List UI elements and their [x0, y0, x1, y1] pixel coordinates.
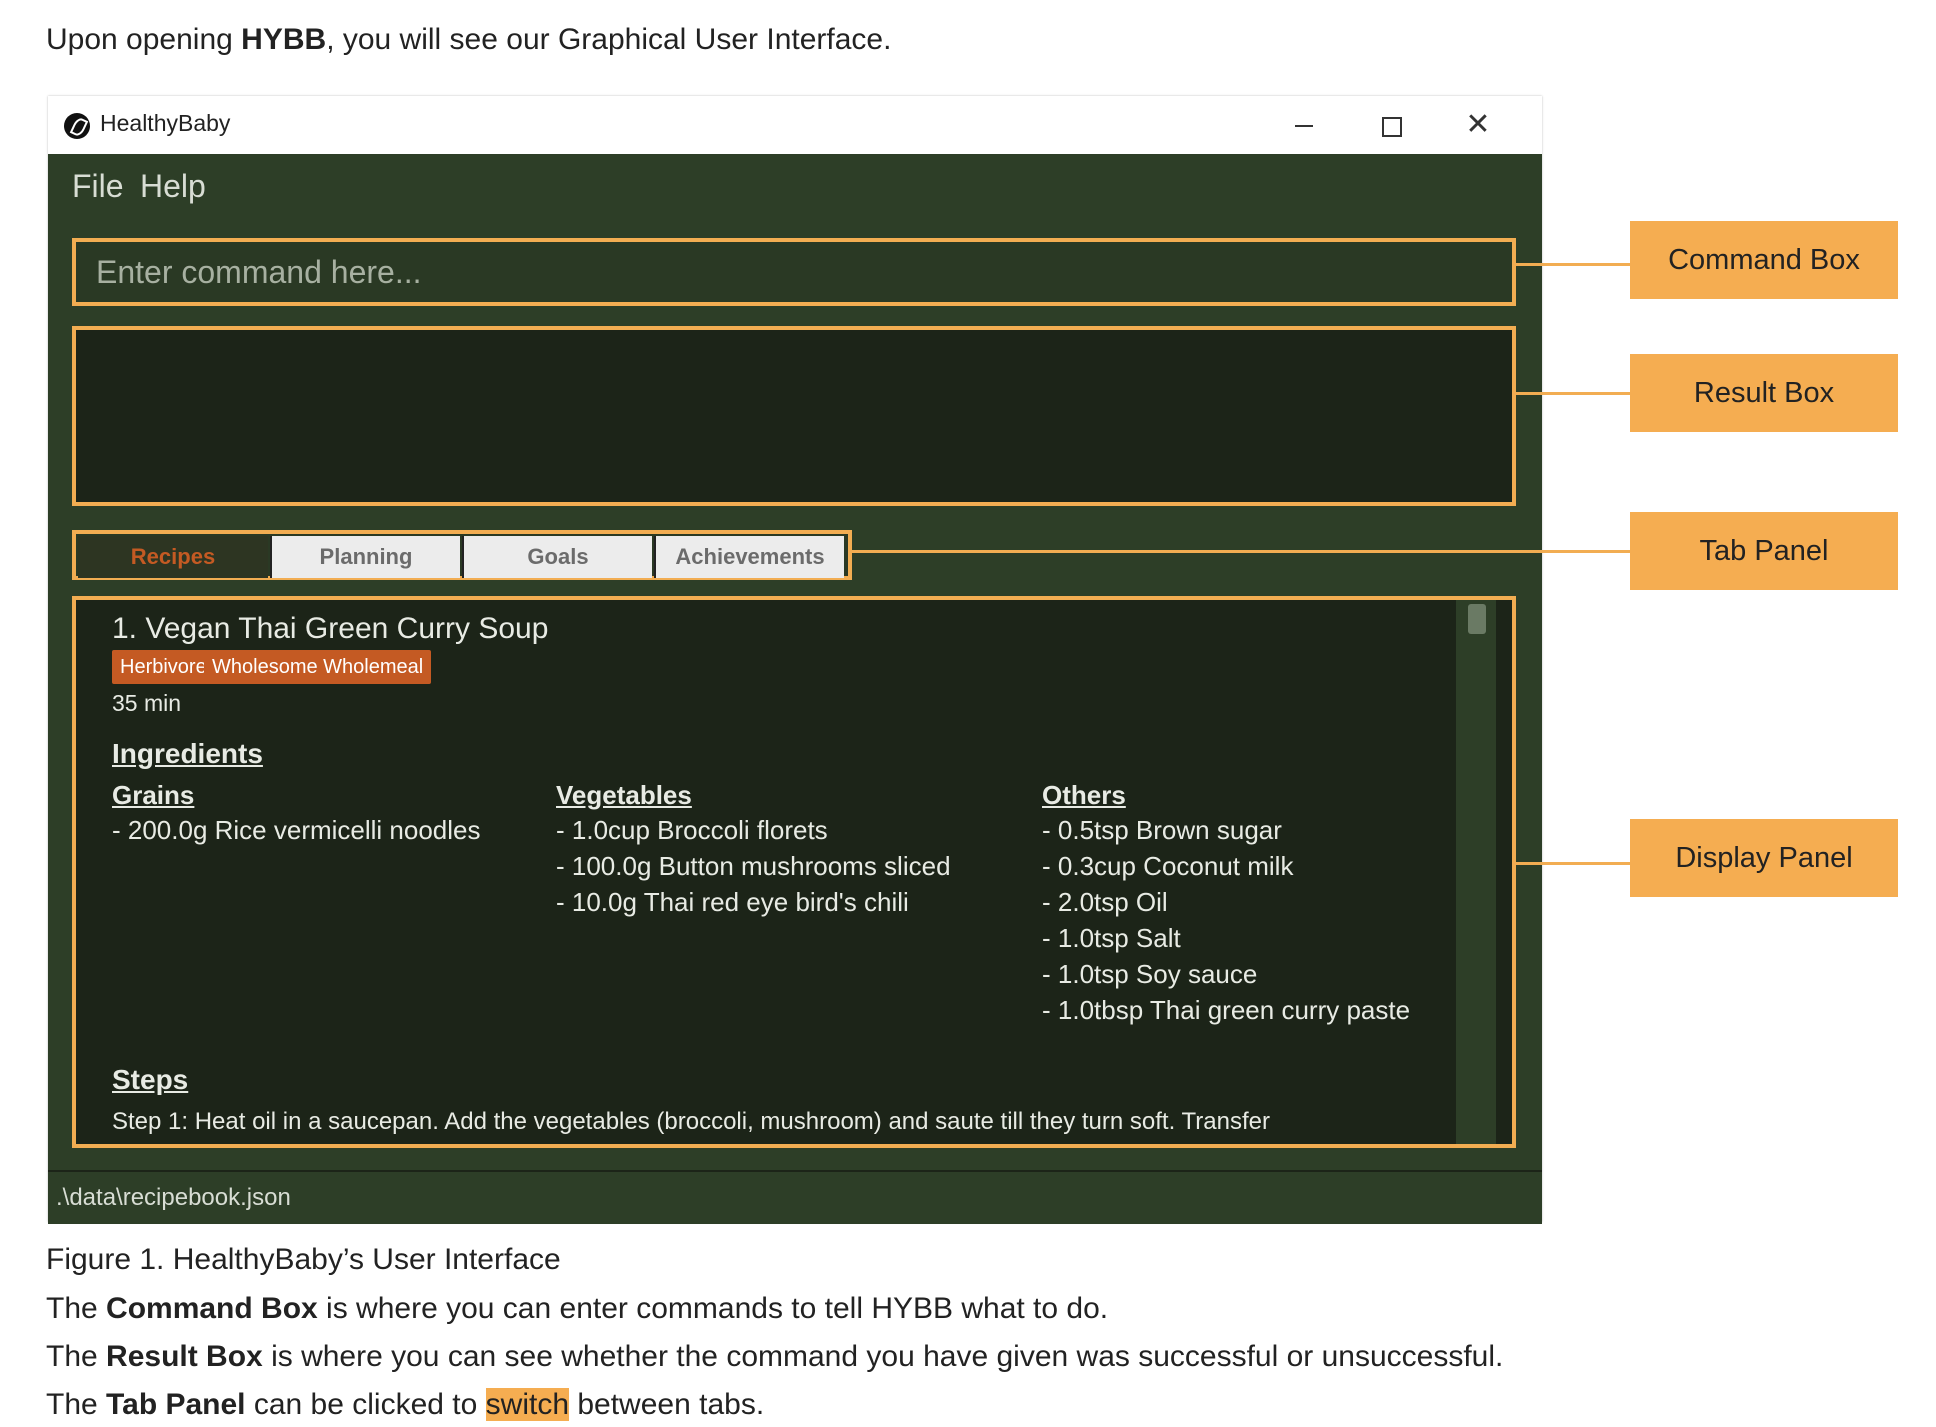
- caption-text: is where you can enter commands to tell …: [317, 1292, 1109, 1325]
- command-input[interactable]: [76, 242, 1512, 302]
- tab-goals[interactable]: Goals: [462, 536, 652, 578]
- vegetables-list: - 1.0cup Broccoli florets - 100.0g Butto…: [556, 812, 951, 920]
- tab-planning[interactable]: Planning: [270, 536, 460, 578]
- minimize-icon: [1295, 125, 1313, 127]
- callout-command-box: Command Box: [1630, 221, 1898, 299]
- menu-file[interactable]: File: [72, 168, 124, 204]
- callout-display-panel: Display Panel: [1630, 819, 1898, 897]
- figure-caption: Figure 1. HealthyBaby’s User Interface: [46, 1243, 561, 1276]
- maximize-button[interactable]: [1360, 104, 1420, 146]
- list-item: - 1.0tsp Salt: [1042, 923, 1181, 953]
- step-text: Step 1: Heat oil in a saucepan. Add the …: [112, 1108, 1270, 1135]
- list-item: - 0.5tsp Brown sugar: [1042, 815, 1282, 845]
- close-button[interactable]: ✕: [1448, 104, 1508, 146]
- result-box: [72, 326, 1516, 506]
- recipe-tag: Wholesome Wholemeal: [204, 650, 432, 684]
- caption-bold: Command Box: [106, 1292, 318, 1325]
- caption-text: between tabs.: [569, 1388, 765, 1421]
- caption-text: The: [46, 1340, 107, 1373]
- caption-text: The: [46, 1292, 107, 1325]
- command-box: [72, 238, 1516, 306]
- list-item: - 10.0g Thai red eye bird's chili: [556, 887, 909, 917]
- others-list: - 0.5tsp Brown sugar - 0.3cup Coconut mi…: [1042, 812, 1410, 1028]
- intro-suffix: , you will see our Graphical User Interf…: [326, 23, 892, 56]
- caption-line-command-box: The Command Box is where you can enter c…: [46, 1287, 1108, 1331]
- tab-panel: Recipes Planning Goals Achievements: [72, 530, 852, 580]
- display-panel: 1. Vegan Thai Green Curry Soup Herbivore…: [72, 596, 1516, 1148]
- app-logo-icon: [64, 113, 90, 139]
- menu-bar: File Help: [48, 154, 1542, 220]
- caption-highlight: switch: [485, 1388, 570, 1421]
- caption-text: The: [46, 1388, 107, 1421]
- caption-text: can be clicked to: [245, 1388, 486, 1421]
- steps-heading: Steps: [112, 1064, 189, 1095]
- callout-tab-panel: Tab Panel: [1630, 512, 1898, 590]
- minimize-button[interactable]: [1273, 104, 1333, 146]
- recipe-time: 35 min: [112, 690, 182, 716]
- caption-line-result-box: The Result Box is where you can see whet…: [46, 1335, 1503, 1379]
- maximize-icon: [1382, 117, 1402, 137]
- recipe-title: 1. Vegan Thai Green Curry Soup: [112, 612, 549, 645]
- intro-bold: HYBB: [241, 23, 327, 56]
- caption-line-tab-panel: The Tab Panel can be clicked to switch b…: [46, 1383, 764, 1427]
- caption-bold: Result Box: [106, 1340, 263, 1373]
- ingredients-heading: Ingredients: [112, 738, 263, 769]
- callout-line: [852, 550, 1630, 553]
- list-item: - 100.0g Button mushrooms sliced: [556, 851, 951, 881]
- recipe-tag: Herbivore: [112, 650, 215, 684]
- intro-text: Upon opening HYBB, you will see our Grap…: [46, 18, 891, 62]
- status-bar: .\data\recipebook.json: [48, 1170, 1542, 1224]
- list-item: - 1.0tbsp Thai green curry paste: [1042, 995, 1411, 1025]
- list-item: - 1.0tsp Soy sauce: [1042, 959, 1258, 989]
- grains-heading: Grains: [112, 780, 195, 810]
- others-heading: Others: [1042, 780, 1126, 810]
- list-item: - 2.0tsp Oil: [1042, 887, 1168, 917]
- callout-line: [1516, 862, 1630, 865]
- callout-line: [1516, 263, 1630, 266]
- scroll-thumb[interactable]: [1468, 604, 1486, 634]
- callout-line: [1516, 392, 1630, 395]
- close-icon: ✕: [1465, 108, 1491, 141]
- title-bar: HealthyBaby ✕: [48, 96, 1542, 154]
- vegetables-heading: Vegetables: [556, 780, 692, 810]
- list-item: - 200.0g Rice vermicelli noodles: [112, 815, 481, 845]
- status-file-path: .\data\recipebook.json: [56, 1184, 291, 1211]
- app-window: HealthyBaby ✕ File Help Recipes Planning…: [48, 96, 1542, 1224]
- tab-achievements[interactable]: Achievements: [654, 536, 844, 578]
- callout-result-box: Result Box: [1630, 354, 1898, 432]
- list-item: - 1.0cup Broccoli florets: [556, 815, 828, 845]
- tab-recipes[interactable]: Recipes: [78, 536, 268, 578]
- list-item: - 0.3cup Coconut milk: [1042, 851, 1294, 881]
- display-scrollbar[interactable]: [1456, 600, 1496, 1144]
- caption-bold: Tab Panel: [106, 1388, 246, 1421]
- window-title: HealthyBaby: [100, 110, 231, 136]
- caption-text: is where you can see whether the command…: [262, 1340, 1504, 1373]
- intro-prefix: Upon opening: [46, 23, 242, 56]
- grains-list: - 200.0g Rice vermicelli noodles: [112, 812, 481, 848]
- menu-help[interactable]: Help: [140, 168, 206, 204]
